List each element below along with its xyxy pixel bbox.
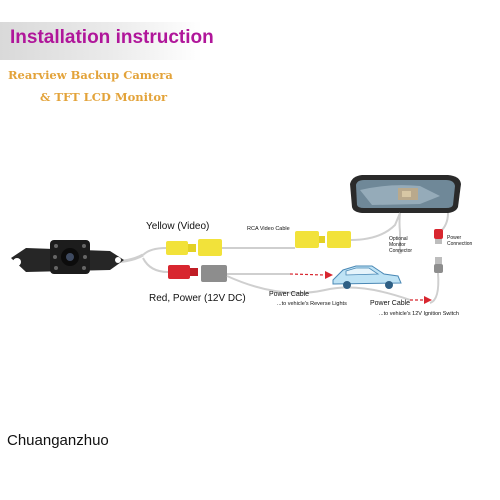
video-to-monitor-cable [350,212,401,241]
power-connection-label-line2: Connection [447,241,473,247]
monitor-connector [398,250,402,254]
rca-cable-yellow-left [295,231,325,248]
power-cable-ignition [226,275,411,301]
power-cable-ignition-sublabel: ...to vehicle's 12V Ignition Switch [379,311,459,317]
power-cable-reverse-label: Power Cable [269,291,310,298]
camera-red-power-plug [168,265,198,279]
power-connection-label: Power Connection [447,235,472,247]
brand-name: Chuanganzhuo [7,432,109,449]
red-power-label: Red, Power (12V DC) [149,293,246,304]
car-icon [332,265,402,289]
gray-power-connector [201,265,227,282]
power-split-cable [142,257,169,273]
subtitle-line-1: Rearview Backup Camera [8,68,173,82]
reverse-light-arrow-line [289,273,326,276]
monitor-power-red-boot [435,239,442,244]
monitor-power-gray-plug [434,264,443,273]
ignition-cable [429,272,440,304]
monitor-connector-label-line2: Monitor [389,242,406,248]
subtitle-line-2: & TFT LCD Monitor [40,90,168,104]
power-cable-reverse-sublabel: ...to vehicle's Reverse Lights [277,301,347,307]
reverse-light-arrow-head [325,271,333,279]
yellow-video-label: Yellow (Video) [146,221,210,232]
yellow-rca-female [198,239,222,256]
backup-camera [11,240,124,274]
monitor-power-red-connector [434,229,443,239]
monitor-power-gray-connector [435,257,442,264]
monitor-connector-label: Optional Monitor Connector [389,236,412,254]
power-connection-label-line1: Power [447,235,462,241]
rca-cable-label: RCA Video Cable [247,226,290,232]
title-banner [0,22,202,60]
power-cable-ignition-label: Power Cable [370,300,411,307]
monitor-connector-label-line3: Connector [389,248,413,254]
camera-yellow-rca [166,241,196,255]
video-split-cable [142,247,167,256]
mirror-monitor [350,175,461,213]
ignition-arrow-head [424,296,432,304]
monitor-connector-label-line1: Optional [389,236,408,242]
rca-cable-yellow-right [327,231,351,248]
page-title: Installation instruction [10,27,214,48]
